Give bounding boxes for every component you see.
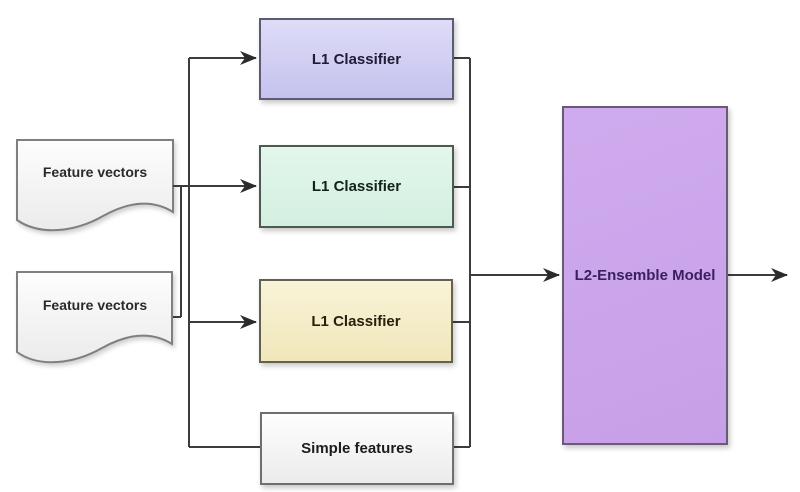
l2-ensemble-model-node: L2-Ensemble Model	[562, 106, 728, 445]
l1-classifier-3-node: L1 Classifier	[259, 279, 453, 363]
l1-classifier-1-node: L1 Classifier	[259, 18, 454, 100]
l1-classifier-3-label: L1 Classifier	[311, 312, 401, 330]
l1-classifier-2-label: L1 Classifier	[311, 178, 402, 195]
l1-classifier-1-label: L1 Classifier	[311, 50, 402, 68]
simple-features-node: Simple features	[260, 412, 454, 485]
document-shape-feature-vectors-2	[16, 271, 173, 364]
feature-vectors-2-label: Feature vectors	[42, 297, 148, 313]
feature-vectors-1-label: Feature vectors	[42, 164, 148, 180]
l2-ensemble-model-label: L2-Ensemble Model	[574, 267, 716, 284]
l1-classifier-2-node: L1 Classifier	[259, 145, 454, 228]
document-shape-feature-vectors-1	[16, 139, 174, 232]
simple-features-label: Simple features	[301, 440, 413, 457]
